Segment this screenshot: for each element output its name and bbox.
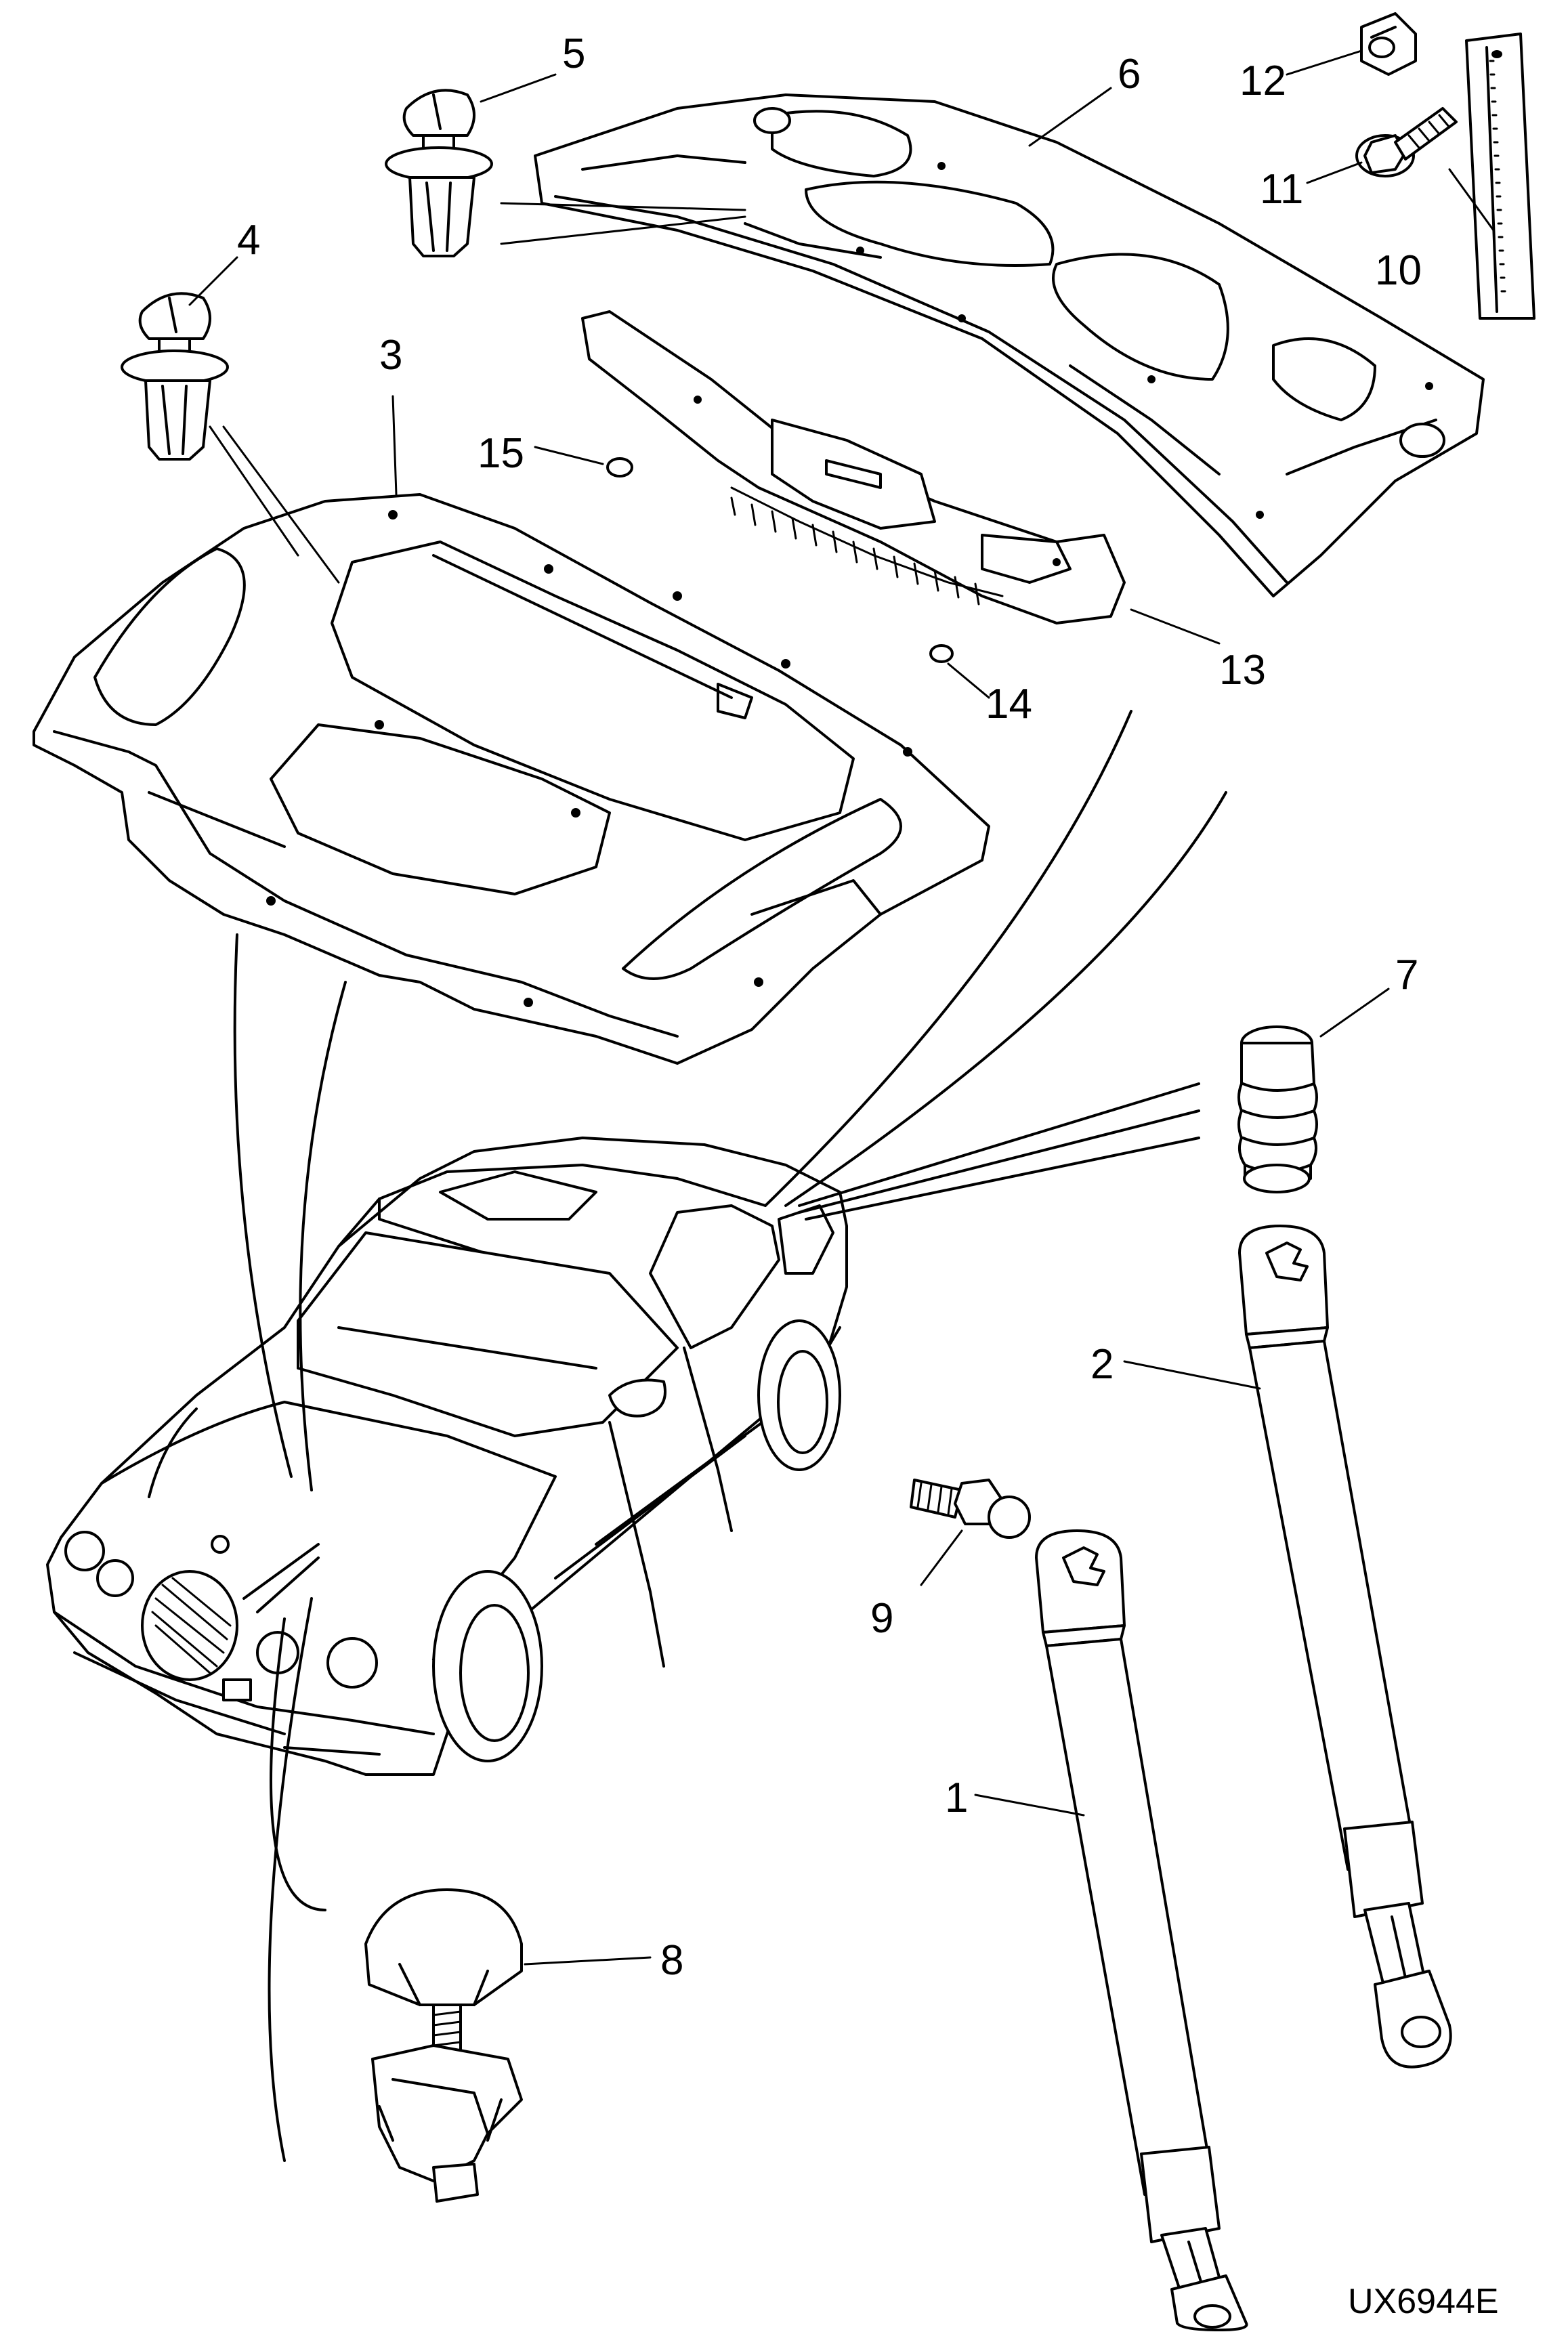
reference-code: UX6944E	[1348, 2282, 1499, 2321]
car-body	[46, 1137, 848, 1776]
part-4-push-clip	[121, 292, 229, 461]
leader-lines	[188, 49, 1495, 1966]
leader-15	[534, 446, 604, 465]
callout-10: 10	[1375, 247, 1422, 294]
callout-1: 1	[945, 1775, 968, 1821]
part-12-nut	[1360, 12, 1417, 76]
part-9-ball-stud	[910, 1479, 1031, 1539]
callout-9: 9	[870, 1595, 893, 1642]
callout-4: 4	[237, 217, 260, 263]
part-11-bolt	[1355, 107, 1458, 177]
callout-2: 2	[1090, 1341, 1114, 1388]
leader-3	[391, 395, 398, 496]
connector-lines	[209, 202, 1227, 2162]
part-7-rubber-buffer	[1237, 1025, 1318, 1193]
callout-7: 7	[1395, 952, 1418, 998]
leader-9	[920, 1529, 963, 1586]
leader-8	[524, 1956, 652, 1966]
callout-5: 5	[562, 30, 585, 77]
part-6-boot-lid-liner	[534, 93, 1485, 597]
callout-15: 15	[478, 430, 524, 477]
callout-14: 14	[986, 681, 1032, 727]
leader-5	[480, 73, 557, 103]
leader-11	[1306, 161, 1363, 184]
leader-4	[188, 256, 238, 306]
leader-13	[1130, 608, 1221, 645]
leader-10	[1448, 168, 1495, 232]
part-2-gas-strut	[1238, 1225, 1452, 2069]
part-15-small-clip	[606, 457, 633, 478]
part-8-bonnet-buffer	[364, 1888, 523, 2203]
leader-1	[974, 1794, 1085, 1817]
leader-14	[947, 662, 990, 699]
leader-12	[1286, 49, 1363, 76]
leader-7	[1319, 988, 1390, 1038]
callout-8: 8	[660, 1937, 683, 1984]
part-5-push-clip	[385, 89, 493, 257]
callout-6: 6	[1118, 51, 1141, 98]
callout-12: 12	[1239, 58, 1286, 104]
leader-6	[1028, 87, 1112, 147]
callout-numbers: 1 2 3 4 5 6 7 8 9 10 11 12 13 14 15 UX69…	[237, 30, 1499, 2321]
part-13-boot-lid-finisher	[581, 310, 1126, 624]
callout-11: 11	[1260, 166, 1303, 213]
part-3-bonnet-insulation	[33, 493, 990, 1065]
part-10-seal-strip	[1465, 33, 1535, 320]
callout-3: 3	[379, 332, 402, 379]
part-14-small-clip	[929, 644, 954, 663]
callout-13: 13	[1219, 647, 1266, 694]
leader-2	[1123, 1360, 1261, 1390]
part-1-gas-strut	[1035, 1529, 1248, 2331]
